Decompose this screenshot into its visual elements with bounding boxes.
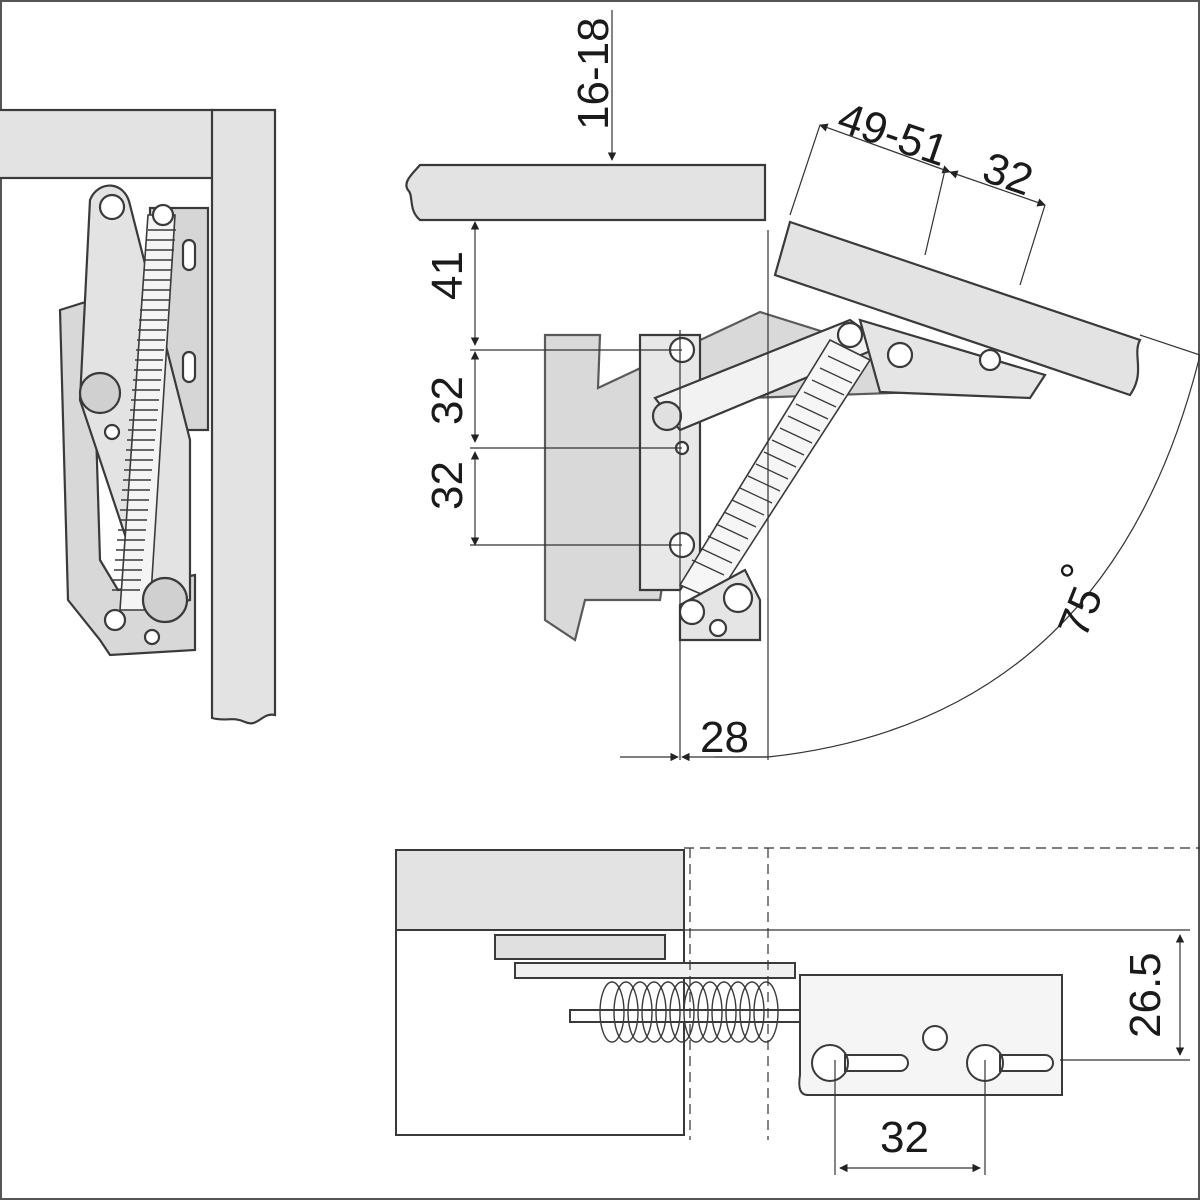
plan-spring — [599, 981, 779, 1043]
side-view-closed — [0, 108, 277, 725]
top-panel — [0, 108, 215, 180]
dim-angle-value: 75 — [1049, 580, 1113, 644]
plan-cabinet — [395, 929, 685, 1136]
dim-depth: 28 — [700, 713, 749, 762]
plate-slot-1 — [181, 238, 197, 272]
dim-plate-spacing: 32 — [880, 1113, 929, 1162]
keyhole-slot-left — [811, 1044, 909, 1083]
angle-arc — [767, 354, 1200, 758]
pivot-top — [98, 193, 126, 221]
spring-pivot-bottom — [678, 598, 706, 626]
open-lid — [773, 220, 1142, 397]
plan-hole — [922, 1025, 948, 1051]
dimension-lines-center — [470, 10, 1200, 762]
dim-height: 26.5 — [1121, 952, 1170, 1038]
dim-spacing-2: 32 — [423, 461, 472, 510]
dim-lid-spacing: 32 — [977, 143, 1039, 205]
plan-lid — [395, 849, 685, 931]
pivot-mid — [78, 371, 122, 415]
lever-pivot — [651, 400, 683, 432]
bracket-hole-1 — [722, 582, 754, 614]
screw-small — [103, 423, 121, 441]
lid-screw-1 — [886, 341, 914, 369]
bracket-hole-2 — [708, 618, 728, 638]
lid-screw-2 — [978, 348, 1002, 372]
plate-slot-2 — [181, 350, 197, 384]
screw-top — [151, 203, 175, 227]
screw-bottom — [103, 608, 127, 632]
screw-plate — [143, 628, 161, 646]
plan-view — [395, 849, 1063, 1136]
side-view-open — [405, 163, 1142, 642]
side-panel — [210, 108, 277, 725]
top-board — [405, 163, 767, 222]
dimension-lines-plan — [684, 847, 1200, 1175]
dim-spacing-1: 32 — [423, 376, 472, 425]
dim-lid-offset: 49-51 — [832, 93, 954, 176]
spring-pivot-top — [836, 321, 864, 349]
pivot-bottom — [141, 576, 189, 624]
plan-mount-top — [494, 934, 666, 960]
dim-thickness: 16-18 — [569, 17, 618, 130]
plan-rail — [514, 962, 796, 979]
dim-offset-top: 41 — [423, 251, 472, 300]
